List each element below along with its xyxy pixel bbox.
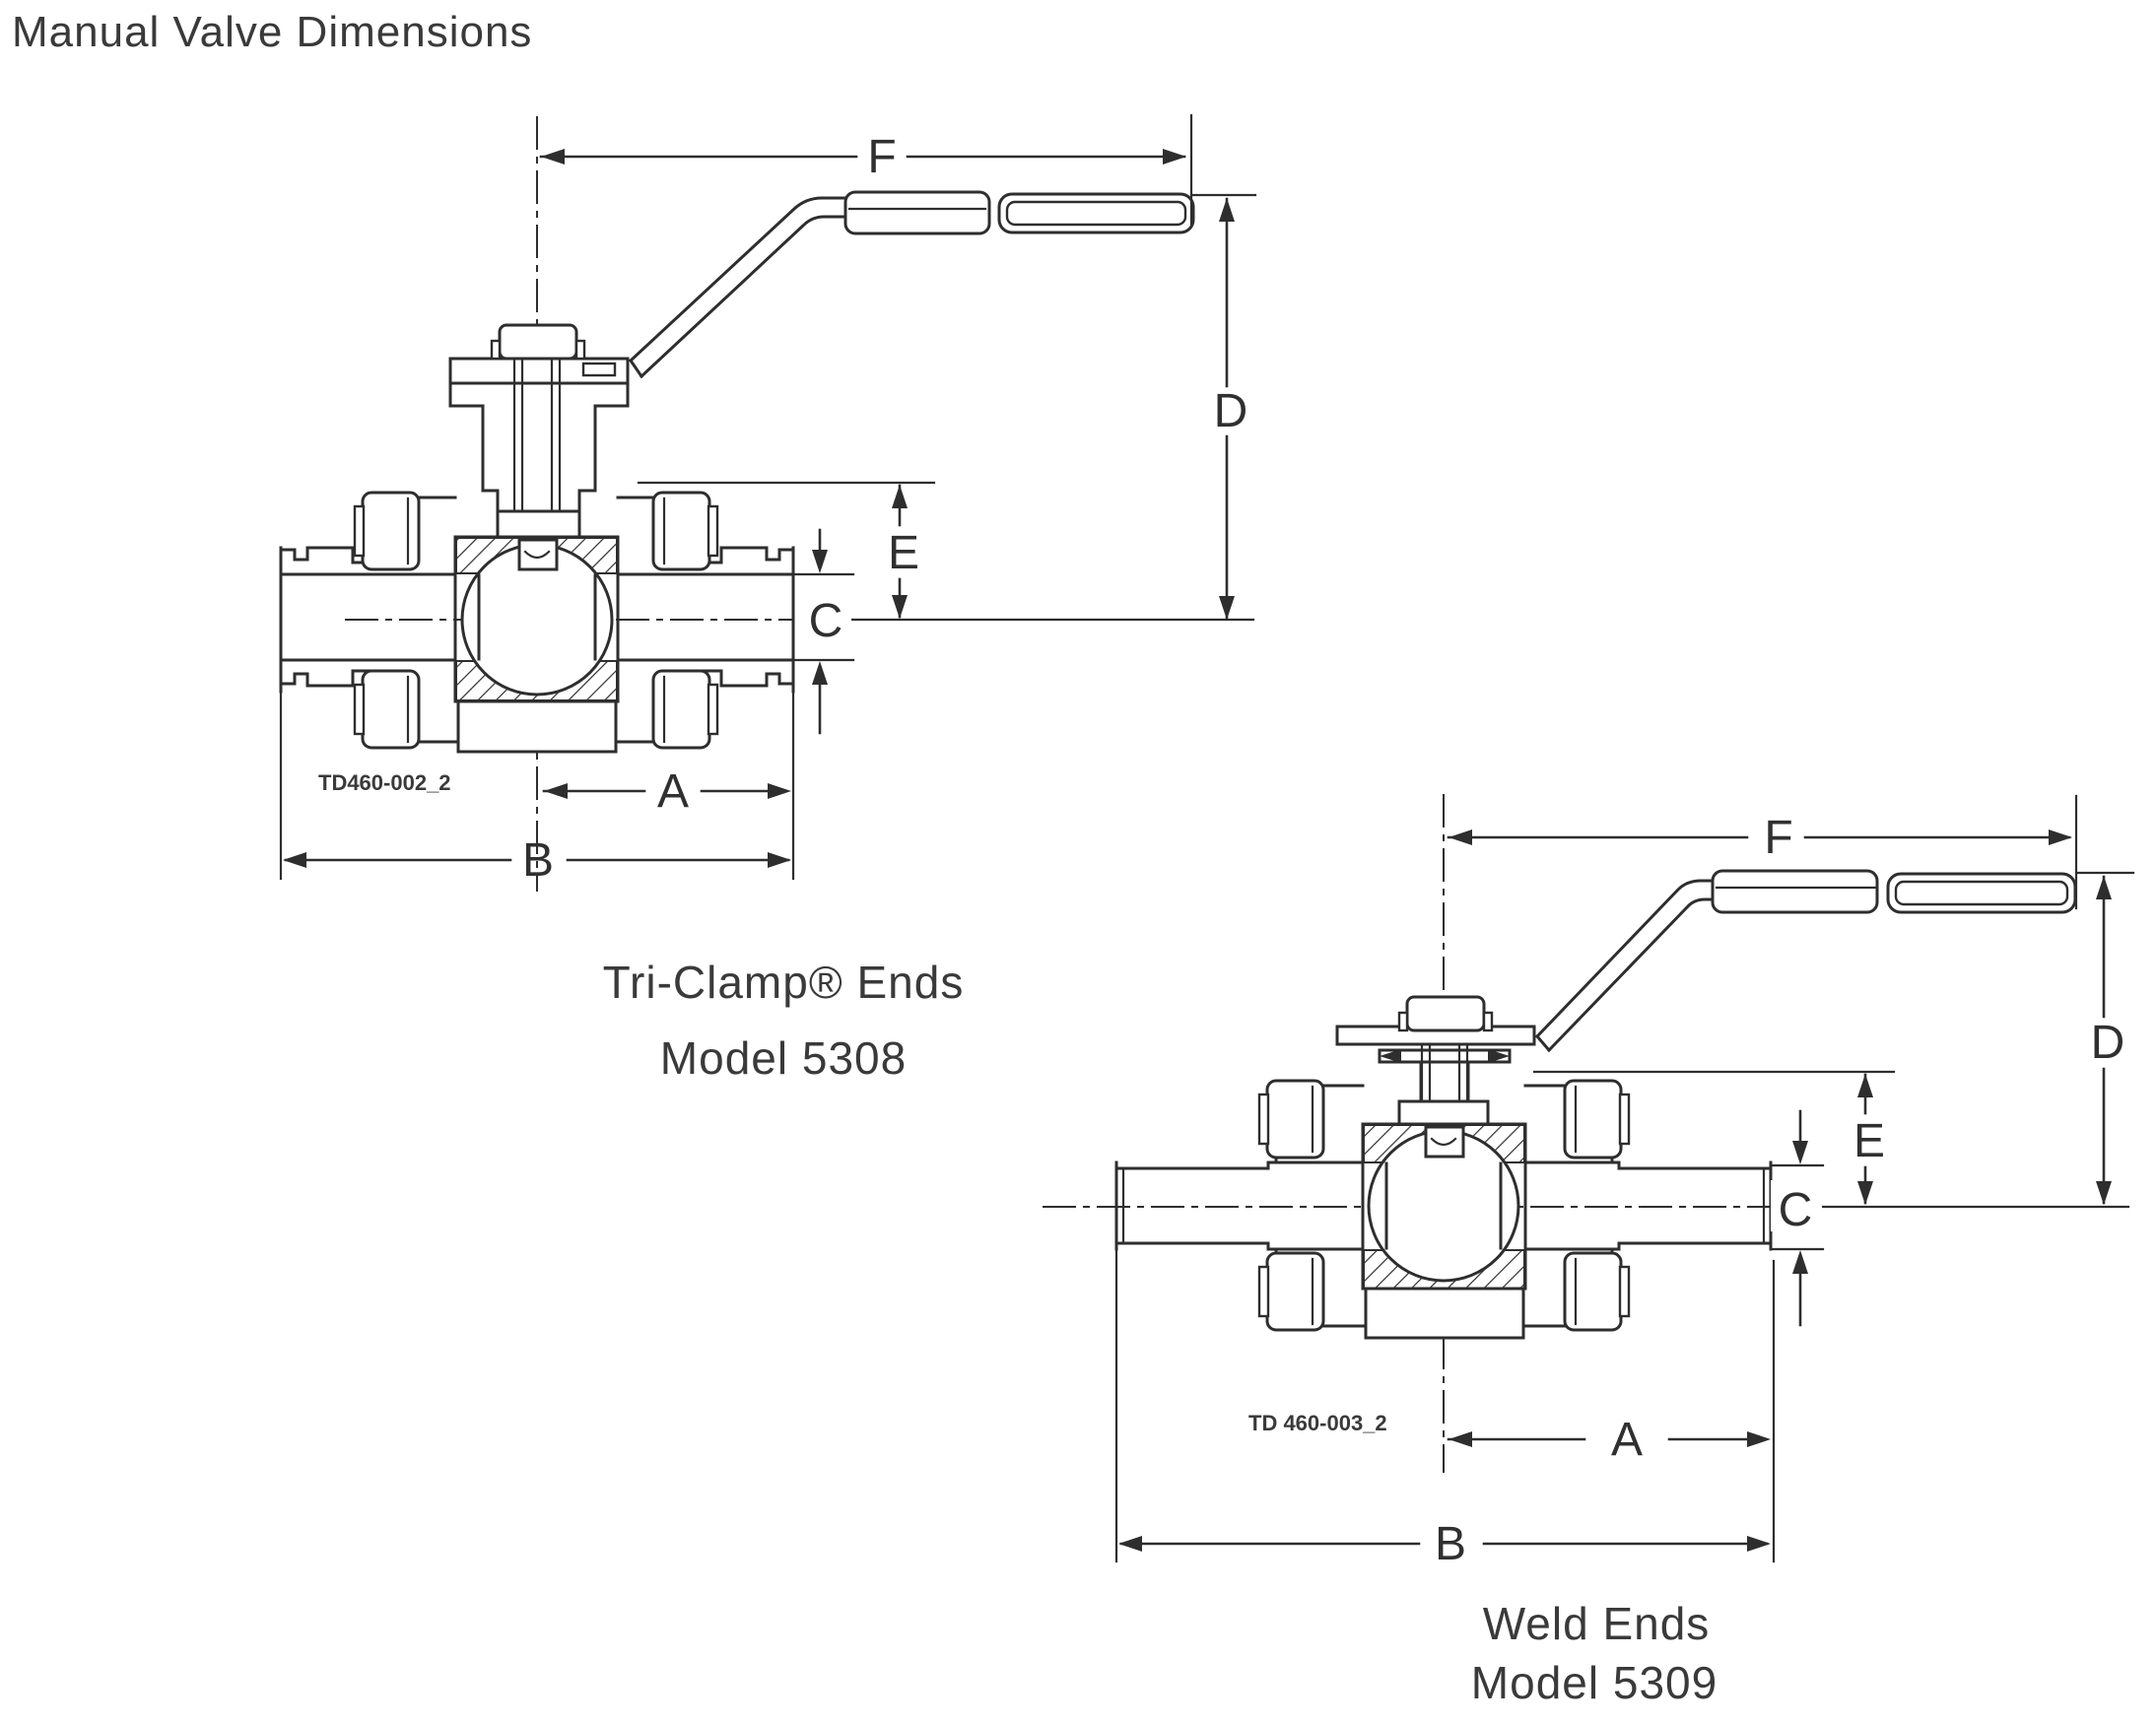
dimension-e: E xyxy=(637,481,936,619)
dim-label-d: D xyxy=(2091,1017,2125,1069)
dim-label-b: B xyxy=(1435,1518,1466,1570)
ferrule-top-left xyxy=(279,546,373,564)
clamp-joints xyxy=(1257,1079,1631,1332)
dim-label-b: B xyxy=(522,834,554,887)
dimension-e: E xyxy=(1532,1070,1896,1205)
dim-label-a: A xyxy=(657,765,689,818)
drawing-number: TD460-002_2 xyxy=(318,770,451,795)
dimension-f: F xyxy=(539,113,1193,229)
stem-slot xyxy=(1424,1125,1465,1159)
bonnet-stem xyxy=(1335,995,1536,1126)
stem-slot xyxy=(517,538,559,571)
drawing-number: TD 460-003_2 xyxy=(1248,1411,1387,1435)
bottom-cap xyxy=(1364,1287,1525,1340)
dim-label-c: C xyxy=(1779,1184,1813,1236)
dimension-d: D xyxy=(2076,871,2135,1205)
dimension-c: C xyxy=(786,528,855,735)
bonnet-neck xyxy=(1419,1060,1470,1103)
bottom-cap xyxy=(456,699,618,754)
dimension-a: A xyxy=(1447,1414,1771,1466)
dim-label-e: E xyxy=(1853,1115,1885,1167)
packing-flange xyxy=(496,509,581,539)
dim-label-c: C xyxy=(809,595,843,647)
caption-line1: Weld Ends xyxy=(1483,1598,1711,1649)
caption-weld-ends: Weld Ends Model 5309 xyxy=(1471,1598,1718,1708)
page-title: Manual Valve Dimensions xyxy=(12,8,533,56)
ferrule-bottom-left xyxy=(279,669,373,688)
hex-nut xyxy=(361,669,421,750)
dimension-b: B xyxy=(279,690,795,887)
hex-nut xyxy=(1563,1251,1623,1332)
stem-nut xyxy=(1405,995,1486,1032)
dim-label-e: E xyxy=(888,527,919,579)
valve-drawing-tri-clamp: F D E xyxy=(279,113,1257,1084)
hex-nut xyxy=(1265,1251,1325,1332)
ferrule-bottom-right xyxy=(701,669,795,688)
valve-body xyxy=(453,535,620,754)
caption-line2: Model 5309 xyxy=(1471,1657,1718,1708)
valve-drawing-weld-ends: F D E xyxy=(1043,794,2135,1708)
caption-tri-clamp: Tri-Clamp® Ends Model 5308 xyxy=(603,957,965,1084)
ferrule-top-right xyxy=(701,546,795,564)
handle-sleeve xyxy=(843,190,991,235)
hex-nut xyxy=(1265,1079,1325,1160)
handle xyxy=(628,190,1195,379)
clamp-joints xyxy=(353,491,719,750)
pipe-tri-clamp-ends xyxy=(279,546,795,694)
stem-nut xyxy=(498,323,578,361)
dim-label-f: F xyxy=(1764,812,1792,864)
dimension-d: D xyxy=(1191,193,1257,620)
hex-nut xyxy=(651,669,711,750)
bonnet xyxy=(448,381,630,513)
handle xyxy=(1534,869,2077,1053)
dim-label-f: F xyxy=(867,131,896,183)
dimension-a: A xyxy=(542,765,791,818)
dimension-c: C xyxy=(1770,1109,1825,1327)
hex-nut xyxy=(1563,1079,1623,1160)
bonnet-stem xyxy=(448,323,630,539)
caption-line1: Tri-Clamp® Ends xyxy=(603,957,965,1008)
dimension-f: F xyxy=(1447,794,2078,910)
dim-label-d: D xyxy=(1214,385,1248,437)
hex-nut xyxy=(361,491,421,571)
bonnet-flange xyxy=(1397,1099,1490,1126)
hex-nut xyxy=(651,491,711,571)
valve-body xyxy=(1361,1122,1527,1340)
caption-line2: Model 5308 xyxy=(660,1032,907,1084)
dim-label-a: A xyxy=(1611,1414,1643,1466)
handle-sleeve xyxy=(1711,869,1879,914)
dimension-b: B xyxy=(1114,1247,1776,1570)
